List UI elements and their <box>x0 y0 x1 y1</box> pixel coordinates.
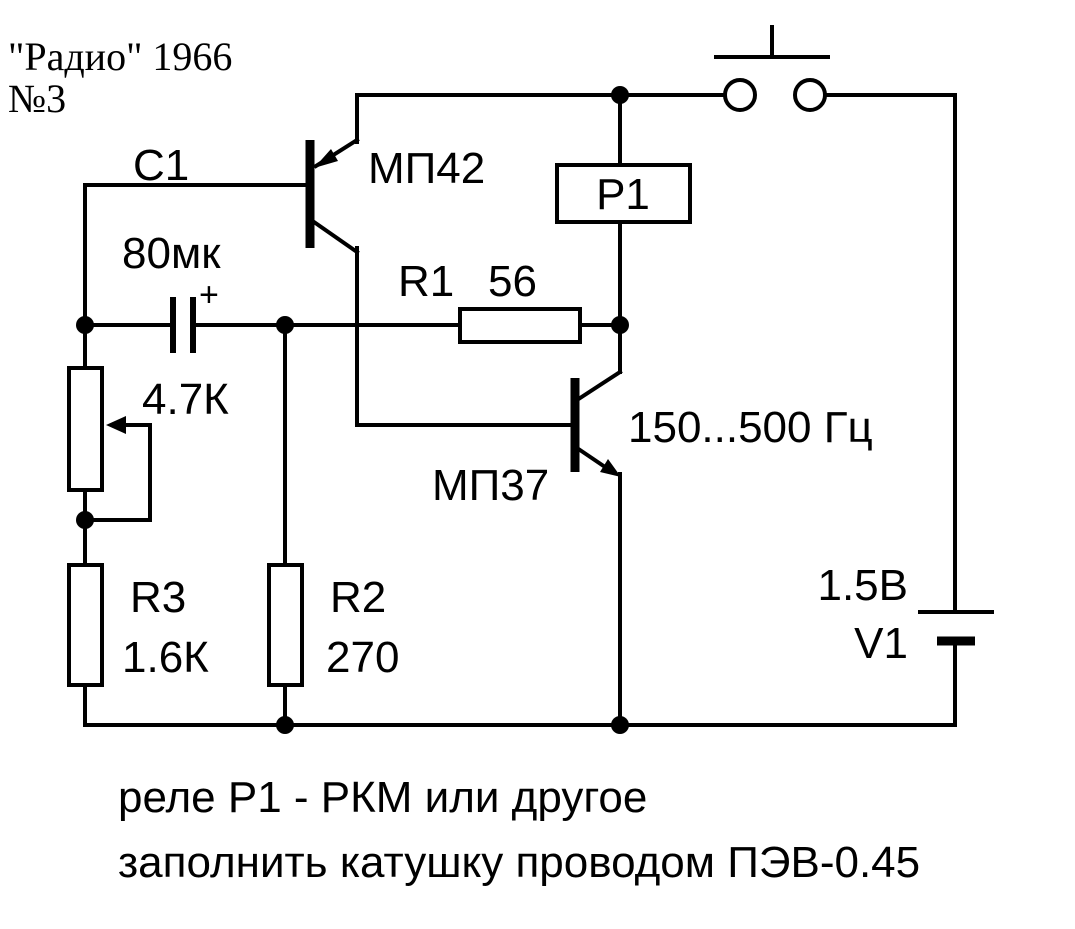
push-button <box>714 25 830 112</box>
potentiometer <box>67 366 126 492</box>
junction-dot <box>611 716 629 734</box>
label-r2-value: 270 <box>326 633 399 682</box>
label-c1-value: 80мк <box>122 229 221 278</box>
junction-dot <box>276 316 294 334</box>
transistor-t1 <box>305 137 360 255</box>
label-frequency: 150...500 Гц <box>628 403 873 452</box>
junction-dot <box>611 316 629 334</box>
label-r1-value: 56 <box>488 257 537 306</box>
resistor-r1-body <box>458 307 582 344</box>
junction-dot <box>76 316 94 334</box>
label-r2: R2 <box>330 573 386 622</box>
relay-p1-body <box>555 163 692 224</box>
note-line2: заполнить катушку проводом ПЭВ-0.45 <box>118 838 920 887</box>
source-title: "Радио" 1966 <box>8 34 232 79</box>
label-r1: R1 <box>398 257 454 306</box>
label-battery: V1 <box>854 619 908 668</box>
label-r3-value: 1.6К <box>122 633 209 682</box>
transistor-t2 <box>570 369 623 477</box>
junction-dot <box>611 86 629 104</box>
t2-emitter-diagonal <box>574 445 611 472</box>
note-line1: реле Р1 - РКМ или другое <box>118 773 647 822</box>
junction-dot <box>276 716 294 734</box>
button-contact-left <box>723 78 757 112</box>
source-issue: №3 <box>8 76 66 121</box>
label-battery-value: 1.5В <box>817 561 908 610</box>
t1-collector-diagonal <box>311 219 360 255</box>
capacitor-c1 <box>170 297 196 353</box>
junction-dot <box>76 511 94 529</box>
potentiometer-body <box>67 366 104 492</box>
label-r3: R3 <box>130 573 186 622</box>
t2-collector-diagonal <box>574 369 623 403</box>
junction-dots <box>76 86 629 734</box>
label-pot-value: 4.7К <box>142 375 229 424</box>
resistor-r2-body <box>267 563 304 687</box>
t2-emitter-arrow-icon <box>600 459 621 477</box>
label-c1: C1 <box>133 141 189 190</box>
wire-t1-collector-to-t2-base <box>355 246 577 427</box>
potentiometer-wiper-arrow-icon <box>106 416 126 434</box>
resistor-r3-body <box>67 563 104 687</box>
label-c1-polarity: + <box>199 276 219 314</box>
t1-emitter-arrow-icon <box>314 149 338 168</box>
battery-v1 <box>918 610 994 646</box>
button-contact-right <box>793 78 827 112</box>
label-t1: МП42 <box>368 144 485 193</box>
wire-pot-wiper <box>83 423 152 522</box>
label-relay: P1 <box>596 170 650 219</box>
label-t2: МП37 <box>432 461 549 510</box>
